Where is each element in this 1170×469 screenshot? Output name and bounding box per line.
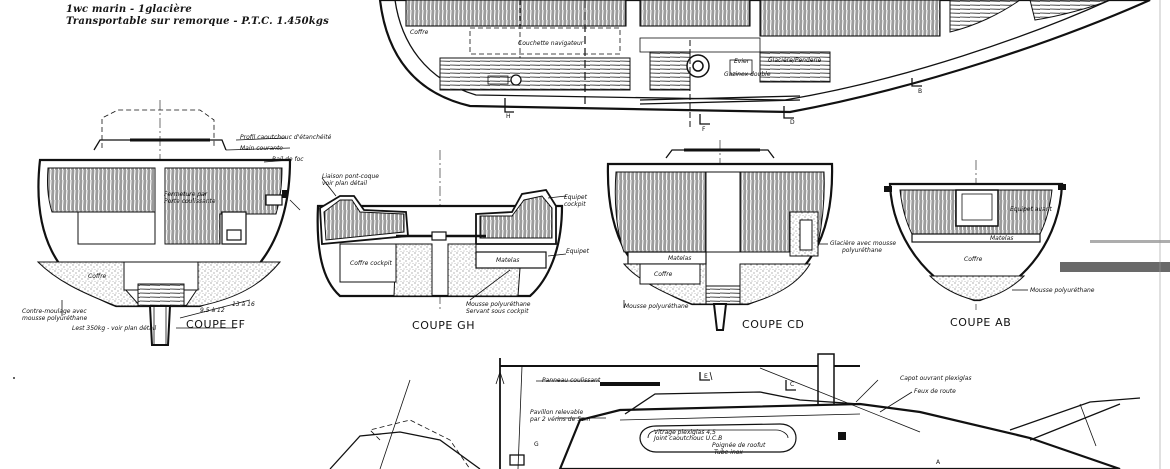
coupe-gh-label-liaison-2: voir plan détail — [322, 180, 367, 187]
elevation-marker-g: G — [534, 441, 539, 448]
elevation-label-capot: Capot ouvrant plexiglas — [900, 375, 972, 382]
plan-label-coffre: Coffre — [410, 29, 429, 36]
plan-label-evier: Evier — [734, 58, 750, 65]
coupe-ef-label-main-courante: Main courante — [240, 145, 283, 152]
coupe-ef-label-contre: Contre-moulage avec — [22, 308, 87, 315]
section-coupe-cd: Matelas Coffre Glacière avec mousse poly… — [606, 140, 896, 331]
coupe-ab-label-matelas: Matelas — [990, 235, 1013, 242]
coupe-ef-label-rail: Rail de foc — [272, 156, 304, 163]
coupe-ab-label-mousse: Mousse polyuréthane — [1030, 287, 1095, 294]
coupe-ef-label-meas-2: 13 à 16 — [232, 301, 255, 308]
coupe-gh-label-equipet: Equipet — [566, 248, 590, 255]
plan-label-gazinex: Gazinex double — [724, 71, 771, 78]
coupe-gh-label-mousse-2: Servant sous cockpit — [466, 308, 529, 315]
elevation-marker-e: E — [704, 373, 708, 380]
coupe-gh-title: COUPE GH — [412, 319, 475, 332]
coupe-ef-label-profil: Profil caoutchouc d'étanchéité — [240, 134, 332, 141]
coupe-gh-label-equipet-2: Equipet — [564, 194, 588, 201]
coupe-ab-label-coffre: Coffre — [964, 256, 983, 263]
section-coupe-ab: Equipet avant Matelas Coffre Mousse poly… — [884, 160, 1095, 329]
coupe-cd-label-mousse: Mousse polyuréthane — [624, 303, 689, 310]
elevation-label-poignee-2: Tube inox — [714, 449, 743, 456]
coupe-ab-label-equipet: Equipet avant — [1010, 206, 1053, 213]
plan-label-couchette: Couchette navigateur — [518, 40, 584, 47]
plan-view: H F D B Coffre Couchette navigateur Evie… — [378, 0, 1151, 133]
elevation-label-panneau: Panneau coulissant — [542, 377, 601, 384]
coupe-cd-label-glaciere-2: polyuréthane — [841, 247, 882, 254]
coupe-ef-label-contre-2: mousse polyuréthane — [22, 315, 87, 322]
coupe-gh-label-coffre: Coffre cockpit — [350, 260, 392, 267]
coupe-gh-label-equipet-3: cockpit — [564, 201, 586, 208]
elevation-label-pavillon: Pavillon relevable — [530, 409, 583, 416]
coupe-cd-label-matelas: Matelas — [668, 255, 691, 262]
elevation-label-pavillon-2: par 2 vérins de 5cm — [529, 416, 590, 423]
elevation-marker-a: A — [936, 459, 941, 466]
plan-marker-b: B — [918, 88, 922, 95]
section-coupe-gh: Liaison pont-coque voir plan détail Coff… — [316, 150, 590, 332]
coupe-ef-title: COUPE EF — [186, 318, 246, 331]
elevation-label-vitrage-2: Joint caoutchouc U.C.B — [653, 435, 722, 442]
coupe-gh-label-mousse: Mousse polyuréthane — [466, 301, 531, 308]
elevation-marker-c: C — [790, 381, 794, 388]
coupe-ef-label-coffre: Coffre — [88, 273, 107, 280]
coupe-gh-label-matelas: Matelas — [496, 257, 519, 264]
coupe-cd-label-glaciere: Glacière avec mousse — [830, 240, 896, 247]
coupe-ef-label-meas-1: 9,5 à 12 — [200, 307, 225, 314]
elevation-label-poignee: Poignée de roofut — [712, 442, 766, 449]
coupe-gh-label-liaison: Liaison pont-coque — [322, 173, 379, 180]
spec-line-transport: Transportable sur remorque - P.T.C. 1.45… — [66, 16, 329, 27]
coupe-cd-label-coffre: Coffre — [654, 271, 673, 278]
scan-edge-marks — [13, 0, 1170, 469]
plan-marker-f: F — [702, 126, 706, 133]
section-coupe-ef: Profil caoutchouc d'étanchéité Main cour… — [22, 100, 332, 346]
plan-marker-h: H — [506, 113, 511, 120]
coupe-ef-label-fermeture: Fermeture par — [164, 191, 208, 198]
coupe-ab-title: COUPE AB — [950, 316, 1011, 329]
plan-label-glaciere: Glacière/Penderie — [768, 57, 822, 64]
coupe-ef-label-fermeture-2: Porte coulissante — [164, 198, 216, 205]
coupe-cd-title: COUPE CD — [742, 318, 804, 331]
coupe-ef-label-lest: Lest 350kg - voir plan détail — [72, 325, 156, 332]
elevation-label-feux: Feux de route — [914, 388, 956, 395]
plan-marker-d: D — [790, 119, 795, 126]
elevation-label-vitrage: Vitrage plexiglas 4,5 — [654, 429, 716, 436]
side-elevation: Panneau coulissant Pavillon relevable pa… — [329, 353, 1141, 469]
spec-line-equipment: 1wc marin - 1glacière — [66, 4, 192, 15]
